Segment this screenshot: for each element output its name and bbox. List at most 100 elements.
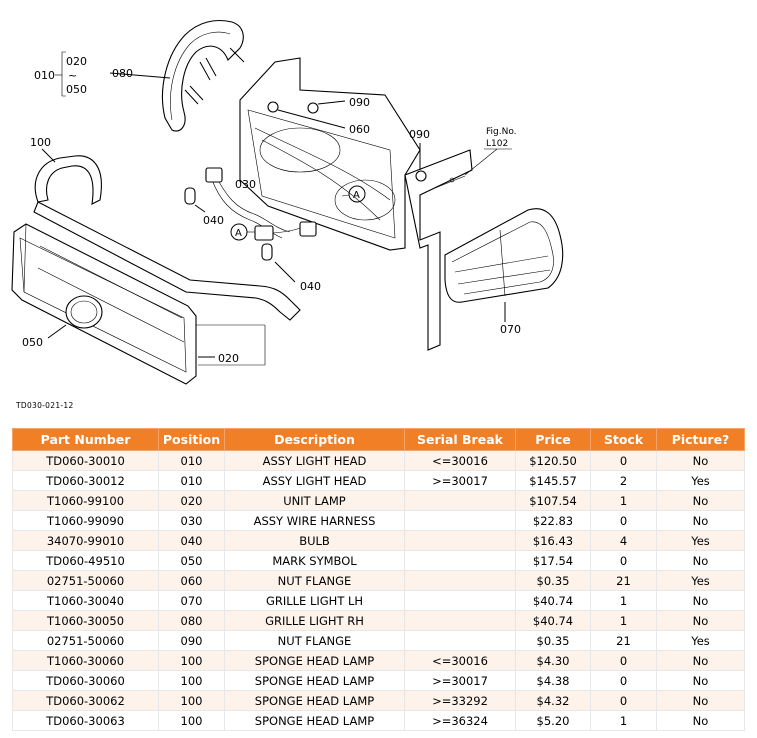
cell-part-number: 34070-99010 [12, 530, 159, 551]
cell-part-number: T1060-30050 [12, 610, 159, 631]
cell-serial-break [404, 550, 516, 571]
cell-description: SPONGE HEAD LAMP [224, 670, 405, 691]
cell-price: $16.43 [515, 530, 591, 551]
part-040-bulbs: 040 040 [184, 187, 321, 293]
parts-table: Part Number Position Description Serial … [12, 428, 745, 731]
label-050: 050 [22, 336, 43, 349]
cell-position: 080 [158, 610, 225, 631]
cell-description: UNIT LAMP [224, 490, 405, 511]
header-stock: Stock [590, 428, 657, 451]
cell-part-number: 02751-50060 [12, 630, 159, 651]
cell-serial-break [404, 490, 516, 511]
cell-part-number: TD060-49510 [12, 550, 159, 571]
parts-diagram: 010 020 ~ 050 080 090 060 090 [11, 19, 564, 385]
part-020-unit-lamp: 020 050 [11, 223, 239, 385]
label-020-range: 020 [66, 55, 87, 68]
cell-stock: 0 [590, 650, 657, 671]
cell-picture: No [656, 710, 745, 731]
cell-stock: 1 [590, 590, 657, 611]
cell-position: 040 [158, 530, 225, 551]
label-090-top: 090 [349, 96, 370, 109]
cell-position: 010 [158, 470, 225, 491]
cell-picture: No [656, 590, 745, 611]
diagram-document-id: TD030-021-12 [16, 401, 74, 410]
cell-stock: 21 [590, 570, 657, 591]
cell-description: GRILLE LIGHT LH [224, 590, 405, 611]
cell-stock: 0 [590, 670, 657, 691]
cell-serial-break [404, 610, 516, 631]
cell-stock: 2 [590, 470, 657, 491]
cell-price: $4.30 [515, 650, 591, 671]
cell-position: 100 [158, 650, 225, 671]
cell-description: SPONGE HEAD LAMP [224, 650, 405, 671]
cell-position: 100 [158, 670, 225, 691]
header-picture: Picture? [656, 428, 745, 451]
label-100: 100 [30, 136, 51, 149]
cell-price: $145.57 [515, 470, 591, 491]
cell-price: $40.74 [515, 590, 591, 611]
cell-position: 050 [158, 550, 225, 571]
cell-serial-break: >=30017 [404, 670, 516, 691]
cell-stock: 0 [590, 450, 657, 471]
header-serial-break: Serial Break [404, 428, 516, 451]
cell-serial-break [404, 630, 516, 651]
cell-part-number: TD060-30010 [12, 450, 159, 471]
label-060: 060 [349, 123, 370, 136]
part-030-wire-harness: 030 [205, 167, 317, 241]
position-010-range-callout: 010 020 ~ 050 [34, 51, 87, 97]
cell-serial-break [404, 590, 516, 611]
cell-price: $4.32 [515, 690, 591, 711]
cell-serial-break: >=30017 [404, 470, 516, 491]
cell-serial-break: >=33292 [404, 690, 516, 711]
cell-stock: 0 [590, 550, 657, 571]
label-040-lower: 040 [300, 280, 321, 293]
cell-picture: Yes [656, 530, 745, 551]
reference-mark-a: A A [230, 185, 366, 241]
cell-picture: No [656, 510, 745, 531]
cell-stock: 1 [590, 710, 657, 731]
cell-part-number: TD060-30012 [12, 470, 159, 491]
fig-no-label: Fig.No. [486, 127, 517, 137]
cell-description: NUT FLANGE [224, 570, 405, 591]
cell-stock: 1 [590, 490, 657, 511]
cell-position: 070 [158, 590, 225, 611]
cell-price: $40.74 [515, 610, 591, 631]
cell-price: $4.38 [515, 670, 591, 691]
label-030: 030 [235, 178, 256, 191]
cell-position: 010 [158, 450, 225, 471]
cell-stock: 4 [590, 530, 657, 551]
cell-description: SPONGE HEAD LAMP [224, 710, 405, 731]
cell-serial-break [404, 570, 516, 591]
cell-picture: No [656, 490, 745, 511]
cell-position: 020 [158, 490, 225, 511]
cell-stock: 1 [590, 610, 657, 631]
cell-part-number: TD060-30060 [12, 670, 159, 691]
cell-price: $0.35 [515, 570, 591, 591]
cell-picture: Yes [656, 630, 745, 651]
label-070: 070 [500, 323, 521, 336]
cell-picture: No [656, 550, 745, 571]
cell-description: NUT FLANGE [224, 630, 405, 651]
cell-price: $22.83 [515, 510, 591, 531]
header-part-number: Part Number [12, 428, 159, 451]
cell-description: SPONGE HEAD LAMP [224, 690, 405, 711]
cell-part-number: T1060-30040 [12, 590, 159, 611]
header-price: Price [515, 428, 591, 451]
cell-stock: 0 [590, 510, 657, 531]
label-080: 080 [112, 67, 133, 80]
